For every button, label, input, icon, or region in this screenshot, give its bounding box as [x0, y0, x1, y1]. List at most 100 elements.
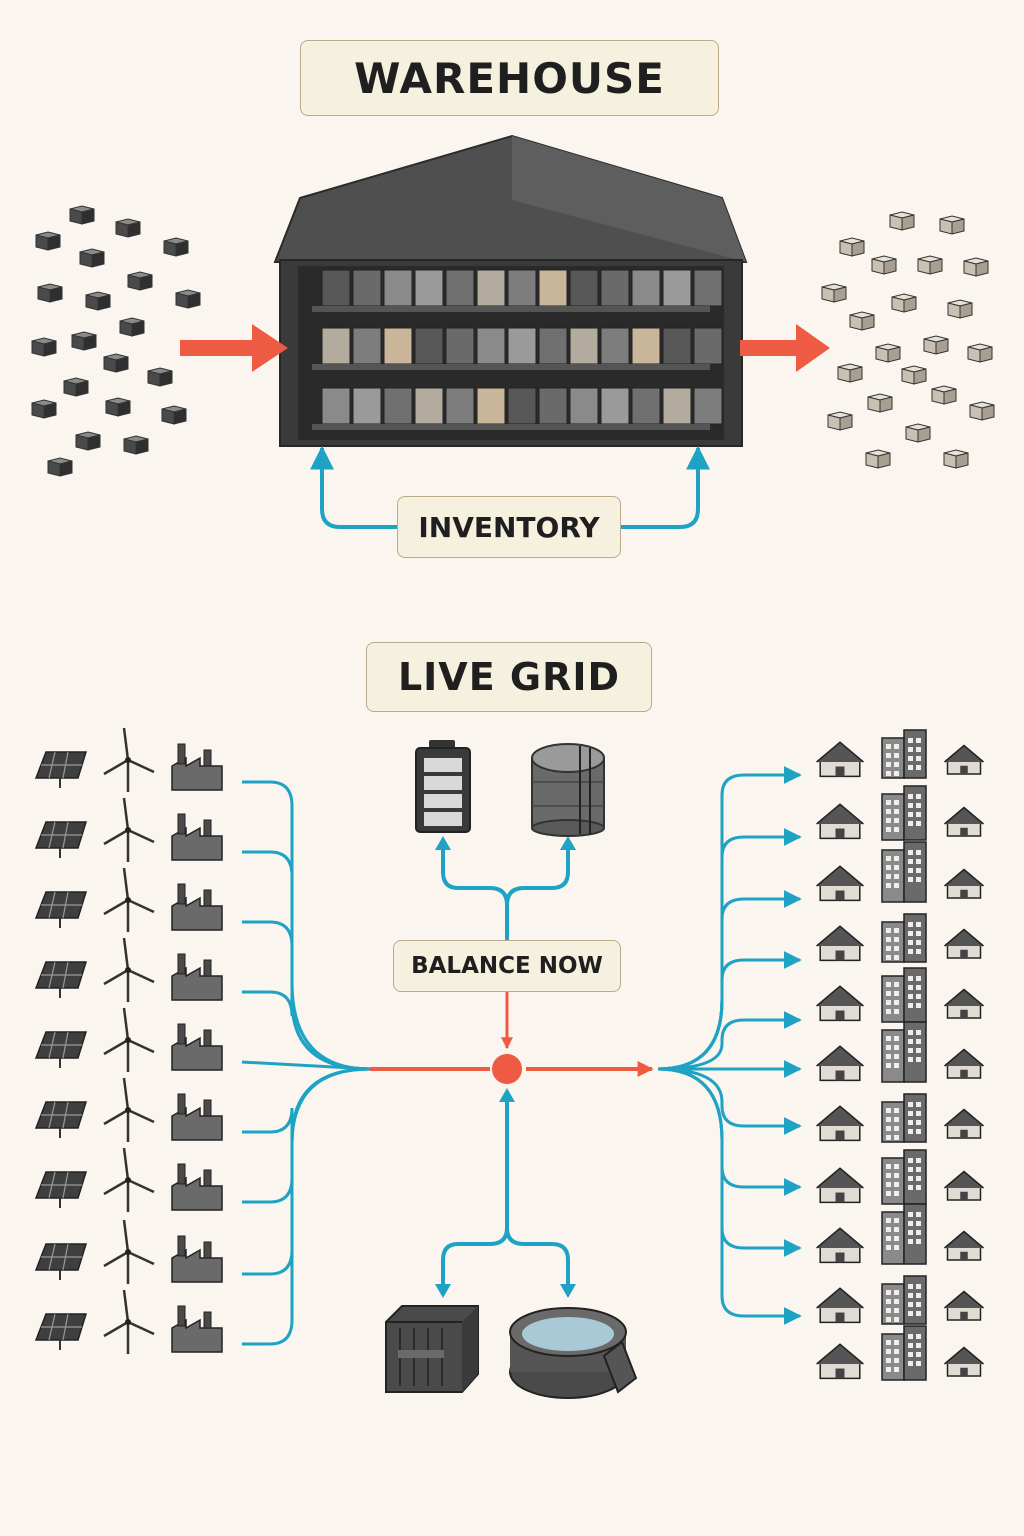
light-cube-icon: [827, 411, 853, 431]
wind-turbine-icon: [103, 797, 155, 862]
apartment-building-icon: [881, 1275, 927, 1325]
apartment-building-icon: [881, 1203, 927, 1265]
dark-cube-icon: [103, 353, 129, 373]
dark-cube-icon: [119, 317, 145, 337]
factory-icon: [171, 1235, 223, 1283]
incoming-goods-cluster: [31, 205, 201, 477]
dark-cube-icon: [147, 367, 173, 387]
light-cube-icon: [837, 363, 863, 383]
inventory-box-icon: [321, 327, 351, 365]
inventory-box-icon: [445, 387, 475, 425]
apartment-building-icon: [881, 729, 927, 779]
apartment-building-icon: [881, 1021, 927, 1083]
outgoing-goods-cluster: [821, 211, 995, 469]
solar-panel-icon: [34, 1243, 88, 1280]
light-cube-icon: [889, 211, 915, 231]
small-house-icon: [944, 988, 984, 1019]
consumer-feed-lines: [657, 766, 802, 1325]
inventory-box-icon: [445, 327, 475, 365]
solar-panel-icon: [34, 891, 88, 928]
house-icon: [816, 1045, 864, 1082]
light-cube-icon: [821, 283, 847, 303]
inventory-box-icon: [569, 387, 599, 425]
house-icon: [816, 925, 864, 962]
inventory-box-icon: [352, 387, 382, 425]
house-icon: [816, 1105, 864, 1142]
solar-panel-icon: [34, 1313, 88, 1350]
factory-icon: [171, 1023, 223, 1071]
wind-turbine-icon: [103, 937, 155, 1002]
dark-cube-icon: [123, 435, 149, 455]
inventory-box-icon: [507, 327, 537, 365]
house-icon: [816, 1287, 864, 1324]
light-cube-icon: [875, 343, 901, 363]
inventory-label: INVENTORY: [397, 496, 621, 558]
light-cube-icon: [931, 385, 957, 405]
house-icon: [816, 1343, 864, 1380]
inventory-box-icon: [538, 387, 568, 425]
dark-cube-icon: [161, 405, 187, 425]
light-cube-icon: [839, 237, 865, 257]
small-house-icon: [944, 1346, 984, 1377]
wind-turbine-icon: [103, 1007, 155, 1072]
battery-icon: [415, 740, 471, 833]
outflow-arrow: [740, 324, 830, 372]
factory-icon: [171, 1093, 223, 1141]
inventory-box-icon: [383, 387, 413, 425]
inventory-box-icon: [352, 327, 382, 365]
inventory-box-icon: [383, 269, 413, 307]
light-cube-icon: [947, 299, 973, 319]
consumer-feed-line: [657, 1067, 802, 1135]
inventory-box-icon: [662, 269, 692, 307]
small-house-icon: [944, 1290, 984, 1321]
inventory-box-icon: [569, 327, 599, 365]
factory-icon: [171, 883, 223, 931]
house-icon: [816, 1167, 864, 1204]
inventory-box-icon: [538, 327, 568, 365]
source-feed-line: [242, 1067, 371, 1141]
apartment-building-icon: [881, 1149, 927, 1205]
inventory-box-icon: [662, 387, 692, 425]
solar-panel-icon: [34, 1031, 88, 1068]
inventory-box-icon: [414, 269, 444, 307]
storage-bottom-links: [441, 1096, 570, 1288]
solar-panel-icon: [34, 1171, 88, 1208]
light-cube-icon: [905, 423, 931, 443]
dark-cube-icon: [31, 337, 57, 357]
consumer-feed-line: [657, 1067, 802, 1196]
inventory-box-icon: [600, 387, 630, 425]
inventory-box-icon: [352, 269, 382, 307]
small-house-icon: [944, 1108, 984, 1139]
light-cube-icon: [917, 255, 943, 275]
inventory-box-icon: [321, 269, 351, 307]
light-cube-icon: [867, 393, 893, 413]
wind-turbine-icon: [103, 1147, 155, 1212]
inventory-link-left: [310, 445, 398, 529]
apartment-building-icon: [881, 1325, 927, 1381]
dark-cube-icon: [127, 271, 153, 291]
warehouse-title: WAREHOUSE: [300, 40, 719, 116]
source-feed-line: [242, 990, 371, 1071]
consumer-feed-line: [657, 951, 802, 1071]
apartment-building-icon: [881, 841, 927, 903]
inventory-box-icon: [693, 387, 723, 425]
light-cube-icon: [849, 311, 875, 331]
factory-icon: [171, 743, 223, 791]
apartment-building-icon: [881, 1093, 927, 1143]
house-icon: [816, 803, 864, 840]
light-cube-icon: [943, 449, 969, 469]
factory-icon: [171, 1305, 223, 1353]
balance-now-label: BALANCE NOW: [393, 940, 621, 992]
wind-turbine-icon: [103, 1289, 155, 1354]
consumer-feed-line: [657, 1067, 802, 1325]
light-cube-icon: [901, 365, 927, 385]
house-icon: [816, 865, 864, 902]
small-house-icon: [944, 1170, 984, 1201]
light-cube-icon: [871, 255, 897, 275]
small-house-icon: [944, 868, 984, 899]
inventory-box-icon: [631, 387, 661, 425]
inventory-box-icon: [476, 387, 506, 425]
dark-cube-icon: [79, 248, 105, 268]
light-cube-icon: [967, 343, 993, 363]
dark-cube-icon: [69, 205, 95, 225]
